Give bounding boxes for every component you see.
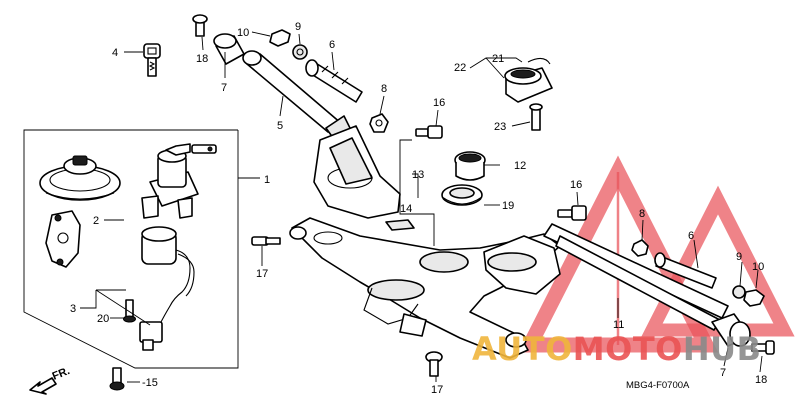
screw-part-20: [123, 299, 136, 323]
watermark-text-hub: HUB: [683, 330, 762, 368]
part-labels: 4 18 10 9 6 7 8 5 16 13 14 12 19 21 22 2…: [70, 21, 767, 396]
clamp-part-22: [504, 57, 553, 103]
left-handlebar: [242, 50, 353, 143]
switch-body-lower: [139, 226, 195, 351]
bolt-part-15: [109, 367, 125, 391]
key-set-bracket: [23, 129, 239, 369]
label-part-16-upper: 16: [433, 97, 445, 109]
bolt-part-17-bottom: [425, 351, 443, 377]
label-part-3: 3: [70, 303, 76, 315]
bolt-part-16-upper: [415, 125, 443, 139]
rubber-part-6-right: [654, 252, 717, 289]
bar-end-weight-top: [213, 33, 245, 65]
handlebar-holder-left: [313, 125, 401, 219]
key-part-4: [143, 43, 161, 77]
front-marker-text: FR.: [51, 365, 72, 383]
front-direction-marker: FR.: [29, 365, 72, 395]
label-part-6-right: 6: [688, 230, 694, 242]
label-part-12: 12: [514, 160, 526, 172]
bolt-part-16-right: [557, 205, 587, 221]
fuel-cap: [39, 155, 121, 201]
collar-part-10-top: [269, 29, 291, 47]
seat-lock: [45, 210, 81, 268]
label-part-17-bottom: 17: [431, 384, 443, 396]
label-part-21: 21: [492, 53, 504, 65]
label-part-7-top: 7: [221, 82, 227, 94]
washer-part-9-top: [292, 44, 308, 60]
nut-part-8-top: [369, 113, 389, 133]
diagram-code: MBG4-F0700A: [626, 380, 690, 391]
label-part-11: 11: [613, 319, 624, 331]
label-part-18-top: 18: [196, 53, 208, 65]
label-part-19: 19: [502, 200, 514, 212]
watermark-text-auto: AUTO: [472, 330, 573, 368]
handlebar-holder-right: [483, 235, 561, 295]
label-part-15: -15: [142, 377, 158, 389]
leader-lines: [80, 31, 763, 383]
bolt-part-23: [529, 103, 543, 131]
bar-end-weight-right: [711, 313, 751, 347]
plate-part-14: [385, 219, 415, 231]
label-part-7-right: 7: [720, 367, 726, 379]
bolt-part-18-right: [751, 340, 775, 355]
label-part-2: 2: [93, 215, 99, 227]
label-part-4: 4: [112, 47, 118, 59]
collar-part-10-right: [743, 289, 765, 307]
label-part-10-top: 10: [237, 27, 249, 39]
label-part-6-top: 6: [329, 39, 335, 51]
front-arrow-icon: [29, 377, 57, 395]
label-part-9-top: 9: [295, 21, 301, 33]
seal-part-19: [441, 184, 483, 206]
label-part-23: 23: [494, 121, 506, 133]
label-part-14: 14: [400, 203, 412, 215]
rubber-part-6-top: [305, 59, 363, 103]
label-part-9-right: 9: [736, 251, 742, 263]
bolt-part-17-left: [251, 236, 281, 246]
label-part-10-right: 10: [752, 261, 764, 273]
label-part-1: 1: [264, 174, 270, 186]
washer-part-9-right: [732, 285, 746, 299]
label-part-17-left: 17: [256, 268, 268, 280]
label-part-22: 22: [454, 62, 466, 74]
label-part-16-right: 16: [570, 179, 582, 191]
label-part-15-number: 15: [146, 377, 158, 389]
label-part-8-top: 8: [381, 83, 387, 95]
watermark-text: AUTOMOTOHUB: [472, 330, 762, 368]
label-part-8-right: 8: [639, 208, 645, 220]
cap-part-12: [454, 151, 486, 181]
ignition-switch: [141, 143, 217, 219]
label-part-18-right: 18: [755, 374, 767, 386]
label-part-5: 5: [277, 120, 283, 132]
bolt-part-18-top: [192, 14, 208, 37]
label-part-20: 20: [97, 313, 109, 325]
watermark-text-moto: MOTO: [573, 330, 683, 368]
label-part-13: 13: [412, 169, 424, 181]
